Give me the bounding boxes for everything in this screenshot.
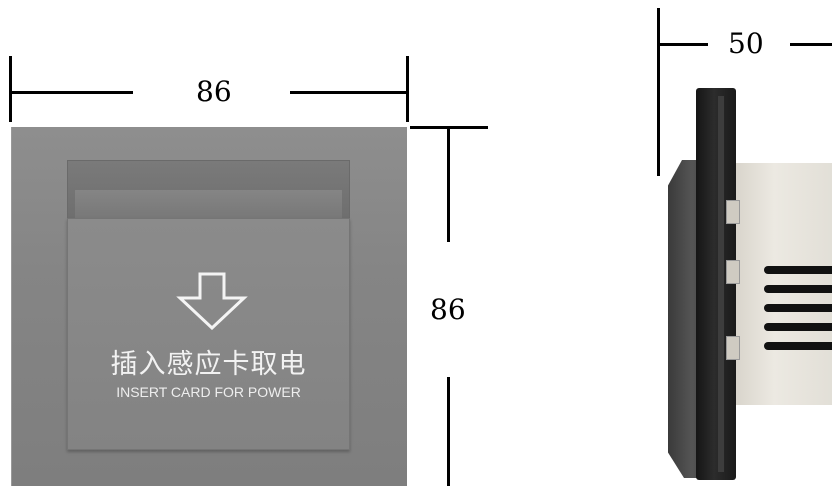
dimension-line-depth-left xyxy=(660,43,708,46)
card-slot-opening xyxy=(75,190,342,220)
mounting-clip-middle xyxy=(726,260,740,284)
dimension-line-width-left xyxy=(11,91,133,94)
mounting-clip-top xyxy=(726,200,740,224)
dimension-line-width-right-tick xyxy=(406,56,409,122)
vent-slot xyxy=(764,266,832,274)
card-label-english: INSERT CARD FOR POWER xyxy=(116,384,301,400)
switch-side-frame-groove xyxy=(718,96,724,472)
dimension-line-width-right xyxy=(290,91,408,94)
vent-slot xyxy=(764,304,832,312)
down-arrow-icon xyxy=(176,272,248,330)
card-insert-panel xyxy=(67,218,350,450)
mounting-clip-bottom xyxy=(726,336,740,360)
switch-side-frame xyxy=(696,88,736,480)
dimension-line-height-bottom xyxy=(447,377,450,486)
switch-side-module-body xyxy=(736,163,832,405)
vent-slot xyxy=(764,323,832,331)
dimension-label-depth: 50 xyxy=(728,27,764,60)
dimension-line-depth-right xyxy=(790,43,832,46)
dimension-line-height-top-tick xyxy=(410,126,488,129)
vent-slot xyxy=(764,342,832,350)
dimension-line-height-top xyxy=(447,128,450,242)
card-label-chinese: 插入感应卡取电 xyxy=(110,349,307,380)
vent-slot xyxy=(764,285,832,293)
dimension-label-width: 86 xyxy=(196,75,232,108)
dimension-line-depth-tick xyxy=(657,8,660,176)
dimension-line-width-left-tick xyxy=(9,56,12,122)
dimension-label-height: 86 xyxy=(430,293,466,326)
